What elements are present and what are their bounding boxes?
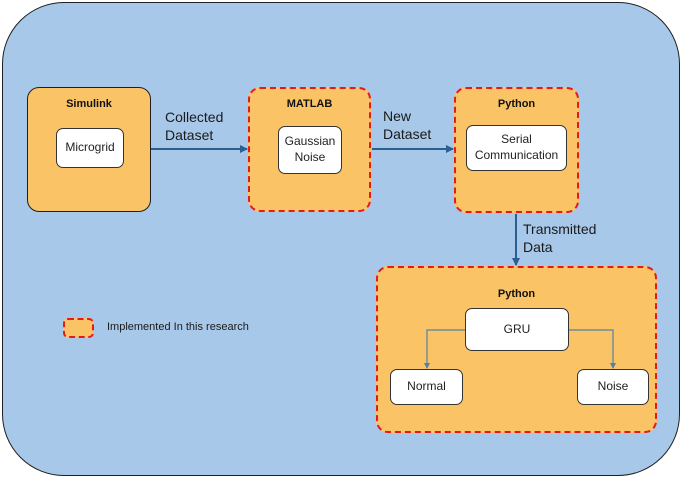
stage-simulink-title: Simulink [66, 98, 112, 110]
legend-swatch [63, 318, 94, 338]
transmitted-data-label: Transmitted Data [523, 221, 597, 255]
gru-node: GRU [465, 308, 569, 351]
noise-output-node: Noise [577, 369, 649, 405]
stage-python-communication-title: Python [497, 98, 536, 110]
stage-python-model-title: Python [497, 288, 536, 300]
stage-python-communication: Python Serial Communication [454, 87, 579, 213]
serial-communication-node: Serial Communication [466, 125, 567, 171]
new-dataset-label: New Dataset [383, 108, 432, 142]
stage-matlab-title: MATLAB [286, 98, 333, 110]
microgrid-node: Microgrid [56, 128, 124, 168]
stage-matlab: MATLAB Gaussian Noise [248, 87, 371, 212]
gaussian-noise-node: Gaussian Noise [278, 126, 342, 174]
normal-output-node: Normal [390, 369, 463, 405]
stage-simulink: Simulink Microgrid [27, 87, 151, 212]
legend-label: Implemented In this research [107, 321, 249, 333]
collected-dataset-label: Collected Dataset [165, 109, 224, 143]
